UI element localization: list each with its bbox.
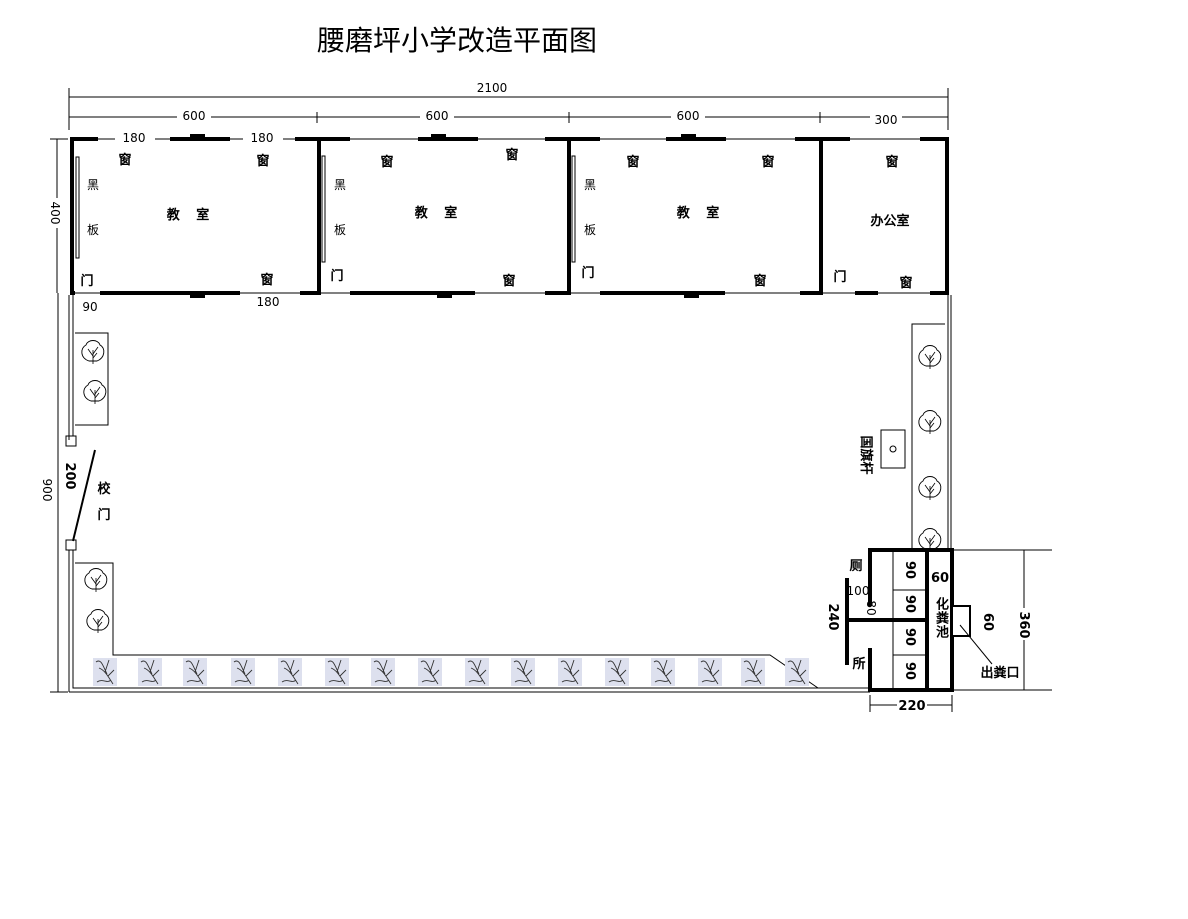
classroom-label: 教 室 [676,205,726,221]
yard: 200 校 门 900 国旗杆 [40,293,952,693]
dim-total: 2100 [477,81,508,95]
blackboard-label: 板 [584,223,596,237]
room-labels: 窗 窗 窗 窗 窗 窗 窗 窗 窗 窗 窗 门 门 门 门 黑 板 黑 板 黑 … [80,147,912,291]
blackboard-2 [321,155,326,263]
dim-room-2: 600 [426,109,449,123]
dim-entry: 100 [847,584,870,598]
gate-label: 门 [97,507,110,523]
dim-toilet-side: 240 [825,603,840,630]
window-label: 窗 [260,272,273,288]
gate-post [65,435,77,447]
dim-room-1: 600 [183,109,206,123]
dim-yard-depth: 900 [40,479,54,502]
shrub-icon [651,658,675,686]
gate-post [65,539,77,551]
window-label: 窗 [380,154,393,170]
shrub-icon [465,658,489,686]
window-label: 窗 [505,147,518,163]
outlet-box [951,605,971,637]
gate-label: 校 [97,481,111,497]
dim-window-1: 180 [123,131,146,145]
dim-stall: 90 [902,628,917,646]
shrub-icon [183,658,207,686]
tree-icon [918,345,942,369]
outlet-label: 出粪口 [980,665,1019,681]
shrub-icon [93,658,117,686]
dim-tank: 60 [931,571,949,586]
door-label: 门 [833,269,846,285]
dim-door: 80 [864,600,878,615]
classroom-label: 教 室 [414,205,464,221]
dim-stall: 90 [902,662,917,680]
door-label: 门 [330,268,343,284]
window-label: 窗 [626,154,639,170]
window-label: 窗 [753,273,766,289]
toilet-label: 所 [852,656,865,672]
tree-icon [918,476,942,500]
toilet-label: 厕 [849,559,862,574]
septic-tank-label: 化粪池 [933,597,948,639]
door-label: 门 [581,265,594,281]
trees [81,340,942,686]
tree-icon [84,568,108,592]
shrub-icon [698,658,722,686]
window-label: 窗 [502,273,515,289]
window-label: 窗 [899,275,912,291]
blackboard-label: 黑 [87,178,99,192]
dim-building-depth: 400 [48,202,62,225]
dim-door: 90 [82,300,97,314]
dim-window-3: 180 [257,295,280,309]
school-gate [72,449,96,542]
tree-icon [83,380,107,404]
dim-window-2: 180 [251,131,274,145]
door-label: 门 [80,273,93,289]
shrub-icon [325,658,349,686]
blackboard-1 [75,156,80,259]
blackboard-3 [571,155,576,263]
flagpole-base [880,429,906,469]
flagpole-label: 国旗杆 [858,435,874,474]
window-label: 窗 [761,154,774,170]
dim-stall: 90 [902,561,917,579]
dim-room-3: 600 [677,109,700,123]
top-dimensions: 2100 600 600 600 300 [68,80,949,130]
blackboard-label: 板 [87,223,99,237]
tree-icon [918,410,942,434]
shrub-icon [138,658,162,686]
blackboard-label: 黑 [334,178,346,192]
shrub-icon [231,658,255,686]
dim-office: 300 [875,113,898,127]
blackboard-label: 黑 [584,178,596,192]
dim-toilet-width: 220 [898,699,925,714]
tree-icon [918,528,942,552]
dim-gate: 200 [62,462,77,489]
shrub-icon [371,658,395,686]
shrub-icon [741,658,765,686]
dim-stall: 90 [902,595,917,613]
dim-outlet: 60 [980,613,995,631]
planter-right [911,295,952,550]
shrub-icon [785,658,809,686]
tree-icon [86,609,110,633]
window-label: 窗 [256,153,269,169]
shrub-icon [418,658,442,686]
window-label: 窗 [885,154,898,170]
plan-title: 腰磨坪小学改造平面图 [317,24,597,57]
dim-toilet-depth: 360 [1016,611,1031,638]
office-label: 办公室 [870,213,909,229]
classroom-label: 教 室 [166,207,216,223]
building: 180 180 180 90 400 [48,131,949,314]
tree-icon [81,340,105,364]
window-label: 窗 [118,152,131,168]
shrub-icon [278,658,302,686]
shrub-icon [511,658,535,686]
planter-left-upper [75,332,109,426]
toilet: 厕 所 100 80 240 90 90 90 90 60 60 出粪口 360… [825,548,1052,714]
blackboard-label: 板 [334,223,346,237]
shrub-icon [558,658,582,686]
shrub-icon [605,658,629,686]
flagpole [889,445,897,453]
